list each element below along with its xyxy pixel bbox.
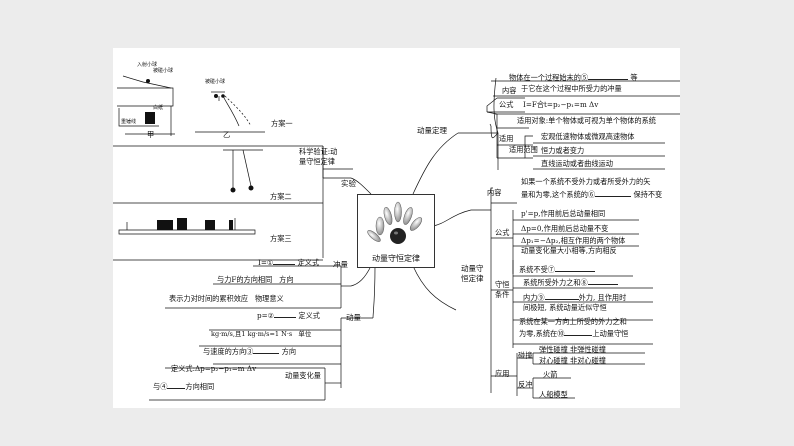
central-topic: 动量守恒定律 [357, 194, 435, 268]
momentum-change: 动量变化量 [285, 371, 321, 380]
recoil-label: 反冲 [518, 380, 533, 389]
figure-label-paper: 白纸 [153, 105, 164, 111]
branch-impulse: 冲量 [333, 260, 348, 269]
theorem-range-label: 适用范围 [509, 145, 538, 154]
experiment-figure-3 [118, 218, 256, 235]
momentum-def: p=② 定义式 [257, 311, 320, 320]
theorem-range-2: 恒力或者变力 [541, 146, 585, 155]
theorem-range-1: 宏观低速物体或微观高速物体 [541, 132, 635, 141]
plan-3-label: 方案三 [270, 234, 292, 243]
conservation-formula-3a: Δp₁=−Δp₂,相互作用的两个物体 [521, 236, 626, 245]
theorem-content-1: 物体在一个过程始末的⑤ 等 [509, 73, 638, 82]
bowling-pins-image [367, 201, 423, 244]
branch-conservation-1: 动量守 [461, 264, 484, 273]
impulse-def: I=① 定义式 [258, 258, 320, 267]
conservation-cond-label-1: 守恒 [495, 280, 510, 289]
conservation-cond-2: 系统所受外力之和⑧ [523, 277, 618, 288]
theorem-formula-label: 公式 [499, 100, 514, 109]
branch-theorem: 动量定理 [417, 126, 447, 135]
recoil-item-1: 火箭 [543, 370, 558, 379]
experiment-figure-1 [117, 75, 265, 136]
momentum-change-def: 定义式:Δp=p₂−p₁=m Δv [171, 364, 257, 373]
figure-label-plumb: 重锤线 [121, 119, 137, 125]
plan-1-label: 方案一 [271, 119, 293, 128]
branch-conservation-2: 恒定律 [461, 274, 484, 283]
figure-label-hit: 被碰小球 [153, 68, 174, 74]
impulse-meaning: 表示力对时间的累积效应 物理意义 [169, 294, 284, 303]
conservation-formula-3b: 动量变化量大小相等,方向相反 [521, 246, 617, 255]
theorem-content-label: 内容 [502, 86, 517, 95]
branch-experiment: 实验 [341, 179, 356, 188]
theorem-content-2: 于它在这个过程中所受力的冲量 [521, 84, 622, 93]
conservation-cond-4a: 系统在某一方向上所受的外力之和 [519, 317, 627, 326]
figure-label-incident: 入射小球 [137, 62, 158, 68]
central-title: 动量守恒定律 [372, 254, 420, 263]
theorem-object: 适用对象:单个物体或可视为单个物体的系统 [517, 116, 656, 125]
collision-label: 碰撞 [518, 351, 533, 360]
experiment-figure-2 [223, 149, 263, 193]
connector-lines [113, 77, 680, 401]
branch-momentum: 动量 [346, 313, 361, 322]
figure-label-jia: 甲 [147, 130, 155, 139]
conservation-cond-1: 系统不受⑦ [519, 264, 595, 275]
theorem-apply-label: 适用 [499, 134, 514, 143]
conservation-content-1: 如果一个系统不受外力或者所受外力的矢 [521, 177, 651, 186]
conservation-formula-2: Δp=0,作用前后总动量不变 [521, 224, 609, 233]
verify-label-1: 科学验证:动 [299, 147, 338, 156]
mind-map: 入射小球 被碰小球 被碰小球 重锤线 白纸 甲 乙 方案一 方案二 方案三 科学… [113, 48, 680, 408]
momentum-unit: kg·m/s,且1 kg·m/s=1 N·s 单位 [211, 330, 312, 338]
recoil-item-2: 人船模型 [539, 390, 568, 399]
verify-label-2: 量守恒定律 [299, 157, 335, 166]
figure-label-yi: 乙 [223, 130, 231, 139]
conservation-app-label: 应用 [495, 369, 510, 378]
momentum-direction: 与速度的方向③ 方向 [203, 347, 297, 356]
conservation-content-label: 内容 [487, 188, 502, 197]
theorem-range-3: 直线运动或者曲线运动 [541, 159, 613, 168]
figure-label-hit-2: 被碰小球 [205, 79, 226, 85]
conservation-content-2: 量和为零,这个系统的⑥ 保持不变 [521, 190, 663, 199]
collision-type-2: 对心碰撞 非对心碰撞 [539, 356, 606, 365]
conservation-cond-3c: 间极短, 系统动量近似守恒 [523, 303, 607, 312]
impulse-direction: 与力F的方向相同 方向 [217, 275, 294, 284]
conservation-formula-1: p'=p,作用前后总动量相同 [521, 209, 606, 218]
theorem-formula: I=F合t=p₂−p₁=m Δv [523, 100, 599, 109]
collision-type-1: 弹性碰撞 非弹性碰撞 [539, 345, 606, 354]
conservation-formula-label: 公式 [495, 228, 510, 237]
conservation-cond-label-2: 条件 [495, 290, 510, 299]
plan-2-label: 方案二 [270, 192, 292, 201]
